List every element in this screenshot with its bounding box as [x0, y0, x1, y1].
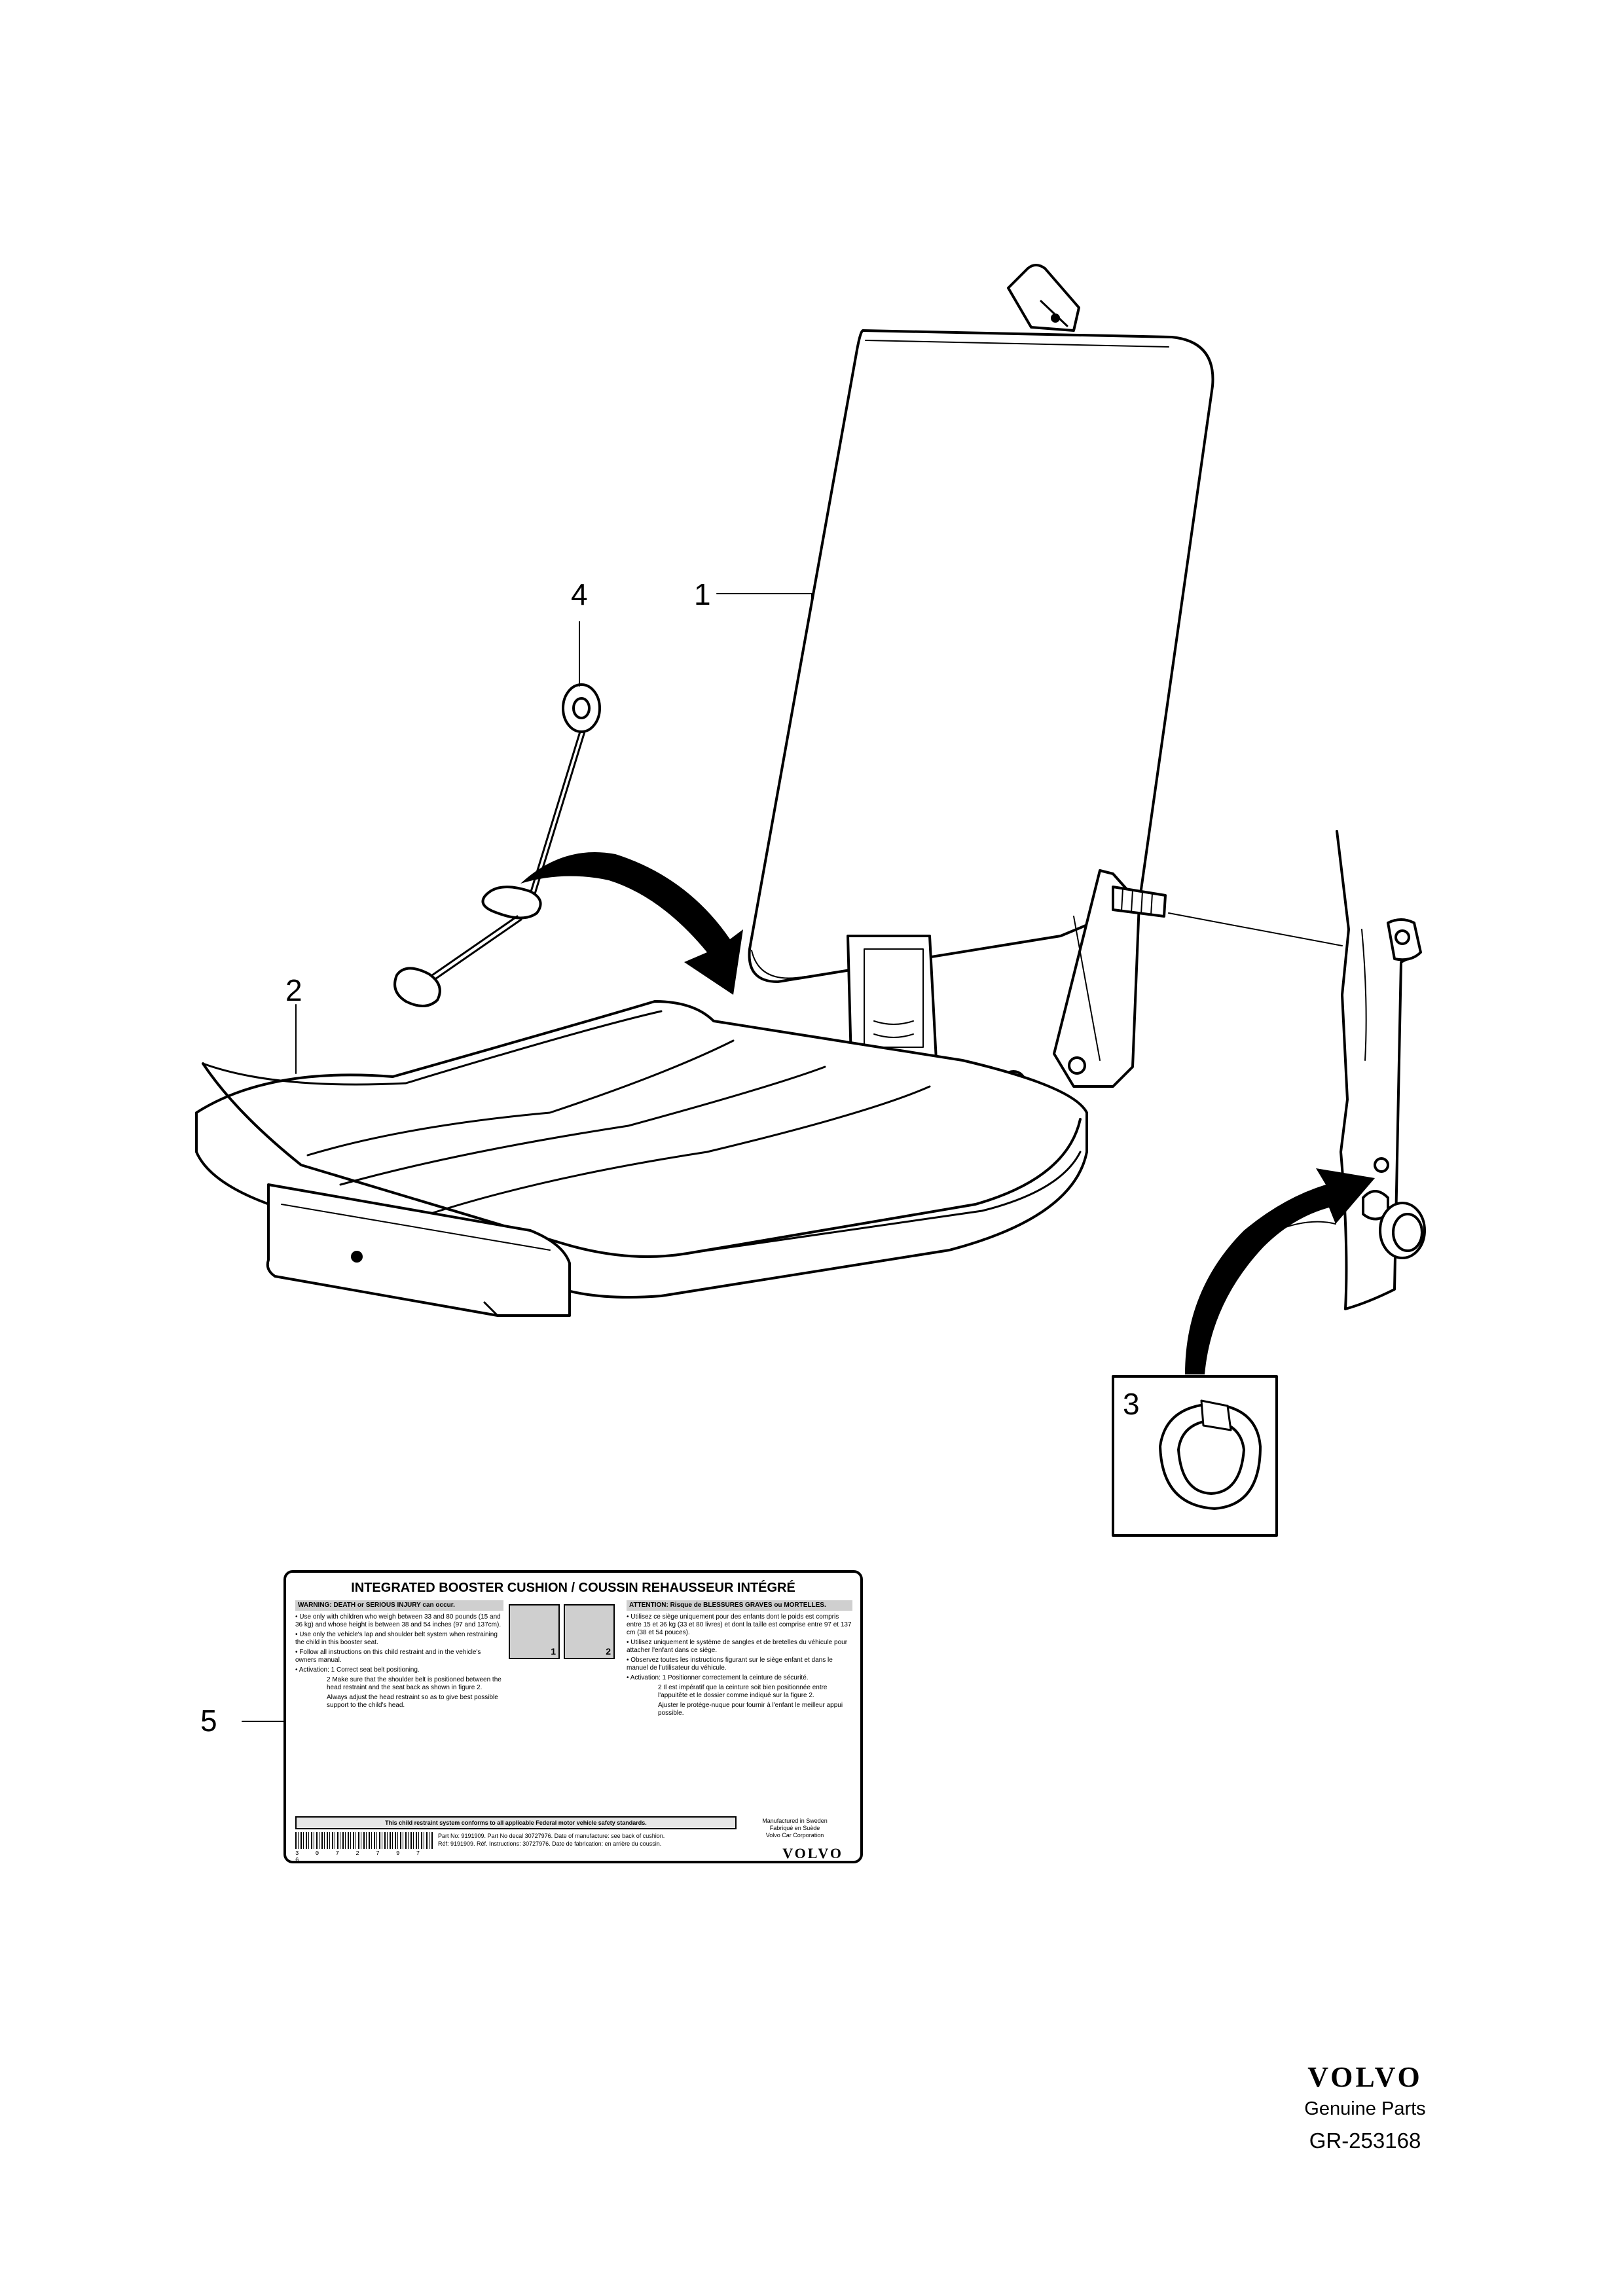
label-en-line: 2 Make sure that the shoulder belt is po…: [327, 1676, 501, 1691]
label-title: INTEGRATED BOOSTER CUSHION / COUSSIN REH…: [351, 1581, 795, 1595]
volvo-logo: VOLVO: [1307, 2061, 1423, 2093]
label-part-line: Part No: 9191909. Part No decal 30727976…: [438, 1833, 665, 1839]
genuine-parts-text: Genuine Parts: [1304, 2098, 1426, 2119]
label-english-column: WARNING: DEATH or SERIOUS INJURY can occ…: [295, 1600, 503, 1712]
label-barcode: [295, 1832, 433, 1849]
label-part-line: Réf: 9191909. Réf. Instructions: 3072797…: [438, 1840, 662, 1847]
label-figure-mark: 1: [551, 1646, 556, 1657]
diagram-reference: GR-253168: [1309, 2128, 1421, 2153]
callout-2: 2: [285, 973, 302, 1007]
label-mfg-line: Fabriqué en Suède: [769, 1825, 820, 1831]
seat-frame-part: [266, 1183, 571, 1317]
label-en-line: • Follow all instructions on this child …: [295, 1649, 481, 1664]
label-mfg-line: Manufactured in Sweden: [762, 1818, 828, 1824]
label-figure-1: 1: [509, 1604, 560, 1659]
label-en-line: • Use only the vehicle's lap and shoulde…: [295, 1631, 498, 1646]
label-warning-en: WARNING: DEATH or SERIOUS INJURY can occ…: [295, 1600, 503, 1611]
stud-bolt: [1112, 886, 1167, 918]
booster-cushion-label: INTEGRATED BOOSTER CUSHION / COUSSIN REH…: [283, 1570, 863, 1863]
label-volvo-logo: VOLVO: [782, 1845, 843, 1861]
label-fr-line: 2 Il est impératif que la ceinture soit …: [658, 1684, 828, 1699]
callout-4: 4: [571, 577, 588, 611]
b-pillar-part: [1276, 830, 1426, 1310]
label-fr-line: Ajuster le protège-nuque pour fournir à …: [658, 1702, 843, 1717]
label-en-line: • Use only with children who weigh betwe…: [295, 1613, 501, 1628]
callout-5: 5: [200, 1704, 217, 1738]
label-fr-line: • Activation: 1 Positionner correctement…: [627, 1674, 809, 1681]
label-mfg-line: Volvo Car Corporation: [765, 1832, 824, 1839]
label-en-line: • Activation: 1 Correct seat belt positi…: [295, 1666, 420, 1674]
release-cable-part: [393, 683, 601, 1007]
label-warning-fr: ATTENTION: Risque de BLESSURES GRAVES ou…: [627, 1600, 852, 1611]
callout-3: 3: [1123, 1387, 1140, 1421]
label-manufacturer: Manufactured in Sweden Fabriqué en Suède…: [742, 1818, 847, 1839]
top-tether-part: [1007, 264, 1080, 332]
label-fr-line: • Observez toutes les instructions figur…: [627, 1657, 833, 1672]
label-barcode-number: 3 0 7 2 7 9 7 6: [295, 1850, 427, 1863]
callout-1: 1: [694, 577, 711, 611]
label-en-line: Always adjust the head restraint so as t…: [327, 1694, 498, 1709]
label-fr-line: • Utilisez uniquement le système de sang…: [627, 1639, 848, 1654]
label-figure-mark: 2: [606, 1646, 611, 1657]
label-figure-2: 2: [564, 1604, 615, 1659]
label-conformity-statement: This child restraint system conforms to …: [295, 1816, 737, 1829]
clip-inset-box: [1112, 1375, 1278, 1537]
label-french-column: ATTENTION: Risque de BLESSURES GRAVES ou…: [627, 1600, 852, 1719]
label-part-numbers: Part No: 9191909. Part No decal 30727976…: [438, 1832, 713, 1848]
label-fr-line: • Utilisez ce siège uniquement pour des …: [627, 1613, 852, 1636]
arrow-to-seat: [520, 852, 743, 995]
arrow-to-pillar: [1185, 1168, 1375, 1374]
backrest-part: [748, 329, 1214, 983]
